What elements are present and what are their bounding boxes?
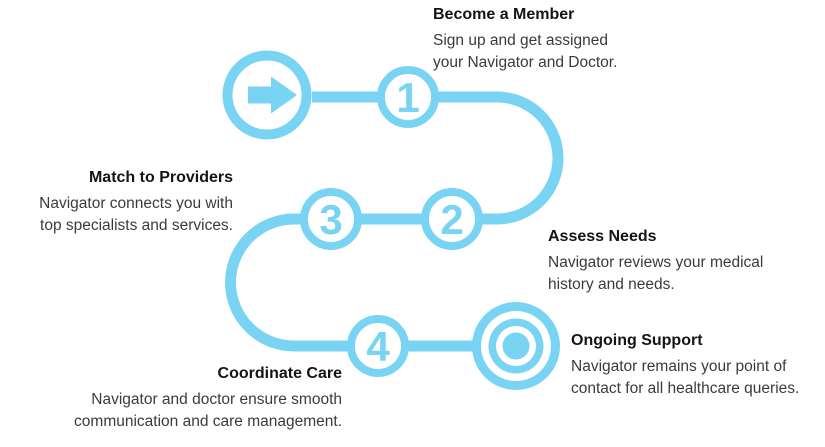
step-node-4-ring: [347, 315, 409, 377]
step-node-3-ring: [300, 188, 362, 250]
step-node-1-ring: [377, 66, 439, 128]
step-node-3: 3: [300, 188, 362, 250]
start-node: [222, 50, 312, 140]
step-description-line: history and needs.: [548, 275, 675, 293]
step-text-become-a-member: Become a Member Sign up and get assigned…: [433, 4, 617, 73]
step-text-coordinate-care: Coordinate Care Navigator and doctor ens…: [74, 363, 342, 432]
step-title: Become a Member: [433, 6, 575, 23]
step-number-4: 4: [366, 323, 390, 370]
step-title: Coordinate Care: [217, 365, 342, 382]
step-description-line: your Navigator and Doctor.: [433, 53, 618, 71]
step-number-1: 1: [396, 74, 419, 121]
bullseye-target-icon: [472, 302, 560, 390]
journey-path: [225, 91, 564, 352]
arrow-right-icon: [248, 76, 297, 114]
step-description-line: Navigator remains your point of: [571, 358, 787, 375]
step-node-4: 4: [347, 315, 409, 377]
step-title: Assess Needs: [548, 228, 657, 245]
step-title: Ongoing Support: [571, 332, 703, 349]
step-node-1: 1: [377, 66, 439, 128]
step-description-line: Sign up and get assigned: [433, 32, 608, 49]
step-description-line: top specialists and services.: [40, 216, 233, 234]
step-description-line: communication and care management.: [74, 412, 342, 430]
step-title: Match to Providers: [88, 169, 233, 186]
step-number-3: 3: [319, 196, 342, 243]
step-node-2: 2: [421, 188, 483, 250]
step-description-line: contact for all healthcare queries.: [571, 379, 800, 397]
step-number-2: 2: [440, 196, 463, 243]
step-text-assess-needs: Assess Needs Navigator reviews your medi…: [548, 226, 763, 295]
step-description-line: Navigator reviews your medical: [548, 254, 764, 271]
bullseye-center-dot: [502, 332, 530, 360]
step-description-line: Navigator and doctor ensure smooth: [91, 391, 342, 408]
step-node-2-ring: [421, 188, 483, 250]
step-text-match-to-providers: Match to Providers Navigator connects yo…: [39, 167, 233, 236]
step-text-ongoing-support: Ongoing Support Navigator remains your p…: [571, 330, 799, 399]
step-description-line: Navigator connects you with: [39, 195, 233, 212]
